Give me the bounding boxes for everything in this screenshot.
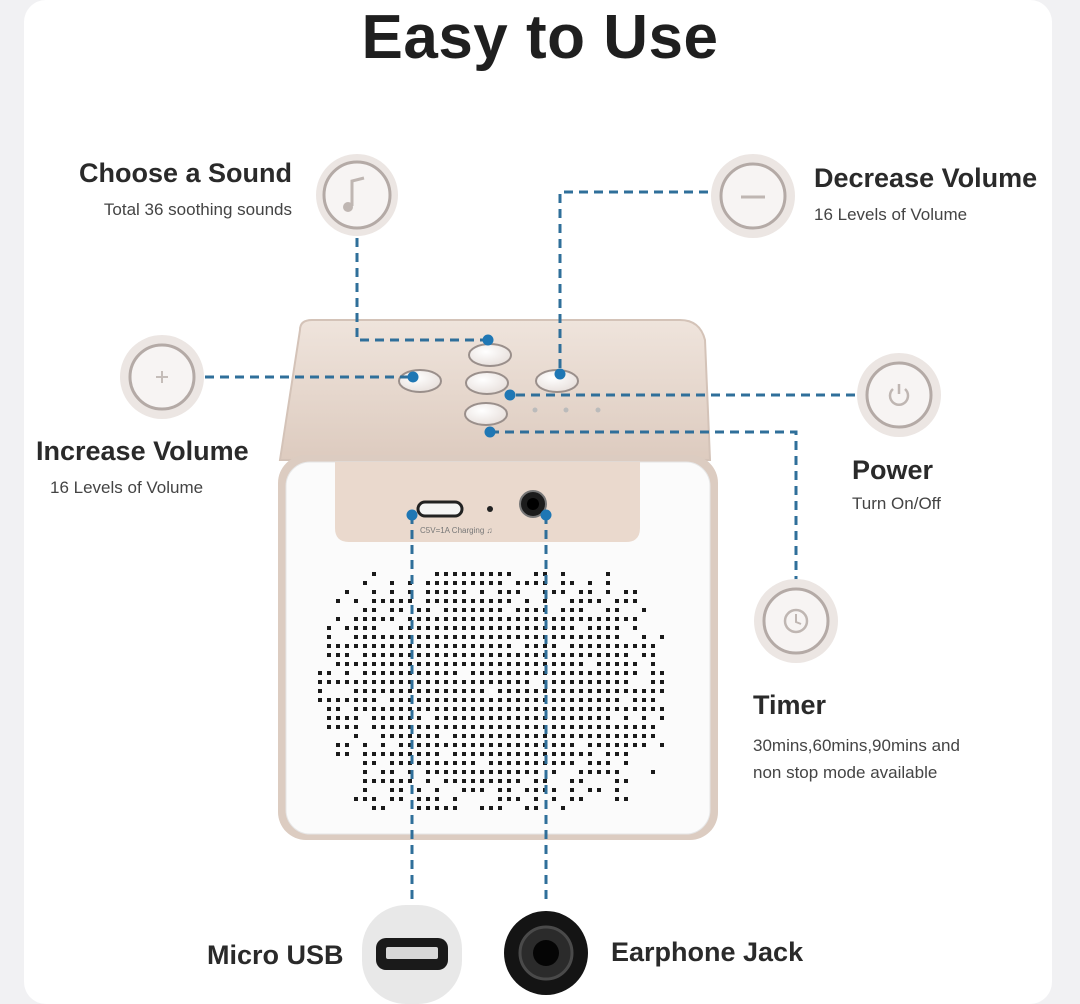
micro-usb-label: Micro USB	[207, 940, 344, 970]
volume-up-button[interactable]	[398, 369, 442, 393]
minus-icon	[711, 154, 795, 238]
earphone-jack-icon	[504, 911, 588, 995]
timer-detail-line1: 30mins,60mins,90mins and	[753, 736, 960, 755]
callout-lines	[205, 190, 855, 905]
line-timer	[490, 430, 798, 580]
page-title: Easy to Use	[361, 3, 719, 72]
music-note-icon	[316, 154, 398, 236]
line-decrease-volume	[558, 190, 708, 372]
choose-sound-detail: Total 36 soothing sounds	[103, 200, 292, 219]
timer-button[interactable]	[464, 402, 508, 426]
clock-icon	[754, 579, 838, 663]
speaker-grille	[318, 572, 664, 810]
sound-button[interactable]	[468, 343, 512, 367]
plus-icon	[120, 335, 204, 419]
decrease-volume-label: Decrease Volume	[814, 163, 1038, 193]
power-button[interactable]	[465, 371, 509, 395]
timer-label: Timer	[753, 690, 827, 720]
decrease-volume-detail: 16 Levels of Volume	[814, 205, 968, 224]
increase-volume-label: Increase Volume	[36, 436, 249, 466]
choose-sound-label: Choose a Sound	[78, 158, 292, 188]
callout-dots	[406, 334, 566, 521]
top-buttons	[398, 343, 601, 426]
power-icon	[857, 353, 941, 437]
micro-usb-port-icon	[362, 905, 462, 1004]
increase-volume-detail: 16 Levels of Volume	[50, 478, 204, 497]
timer-detail-line2: non stop mode available	[753, 763, 938, 782]
line-choose-sound	[355, 238, 488, 342]
usb-port	[416, 500, 464, 518]
earphone-jack-label: Earphone Jack	[611, 937, 804, 967]
power-detail: Turn On/Off	[852, 494, 941, 513]
port-text: C5V=1A Charging ♫	[420, 526, 493, 535]
power-label: Power	[852, 455, 934, 485]
